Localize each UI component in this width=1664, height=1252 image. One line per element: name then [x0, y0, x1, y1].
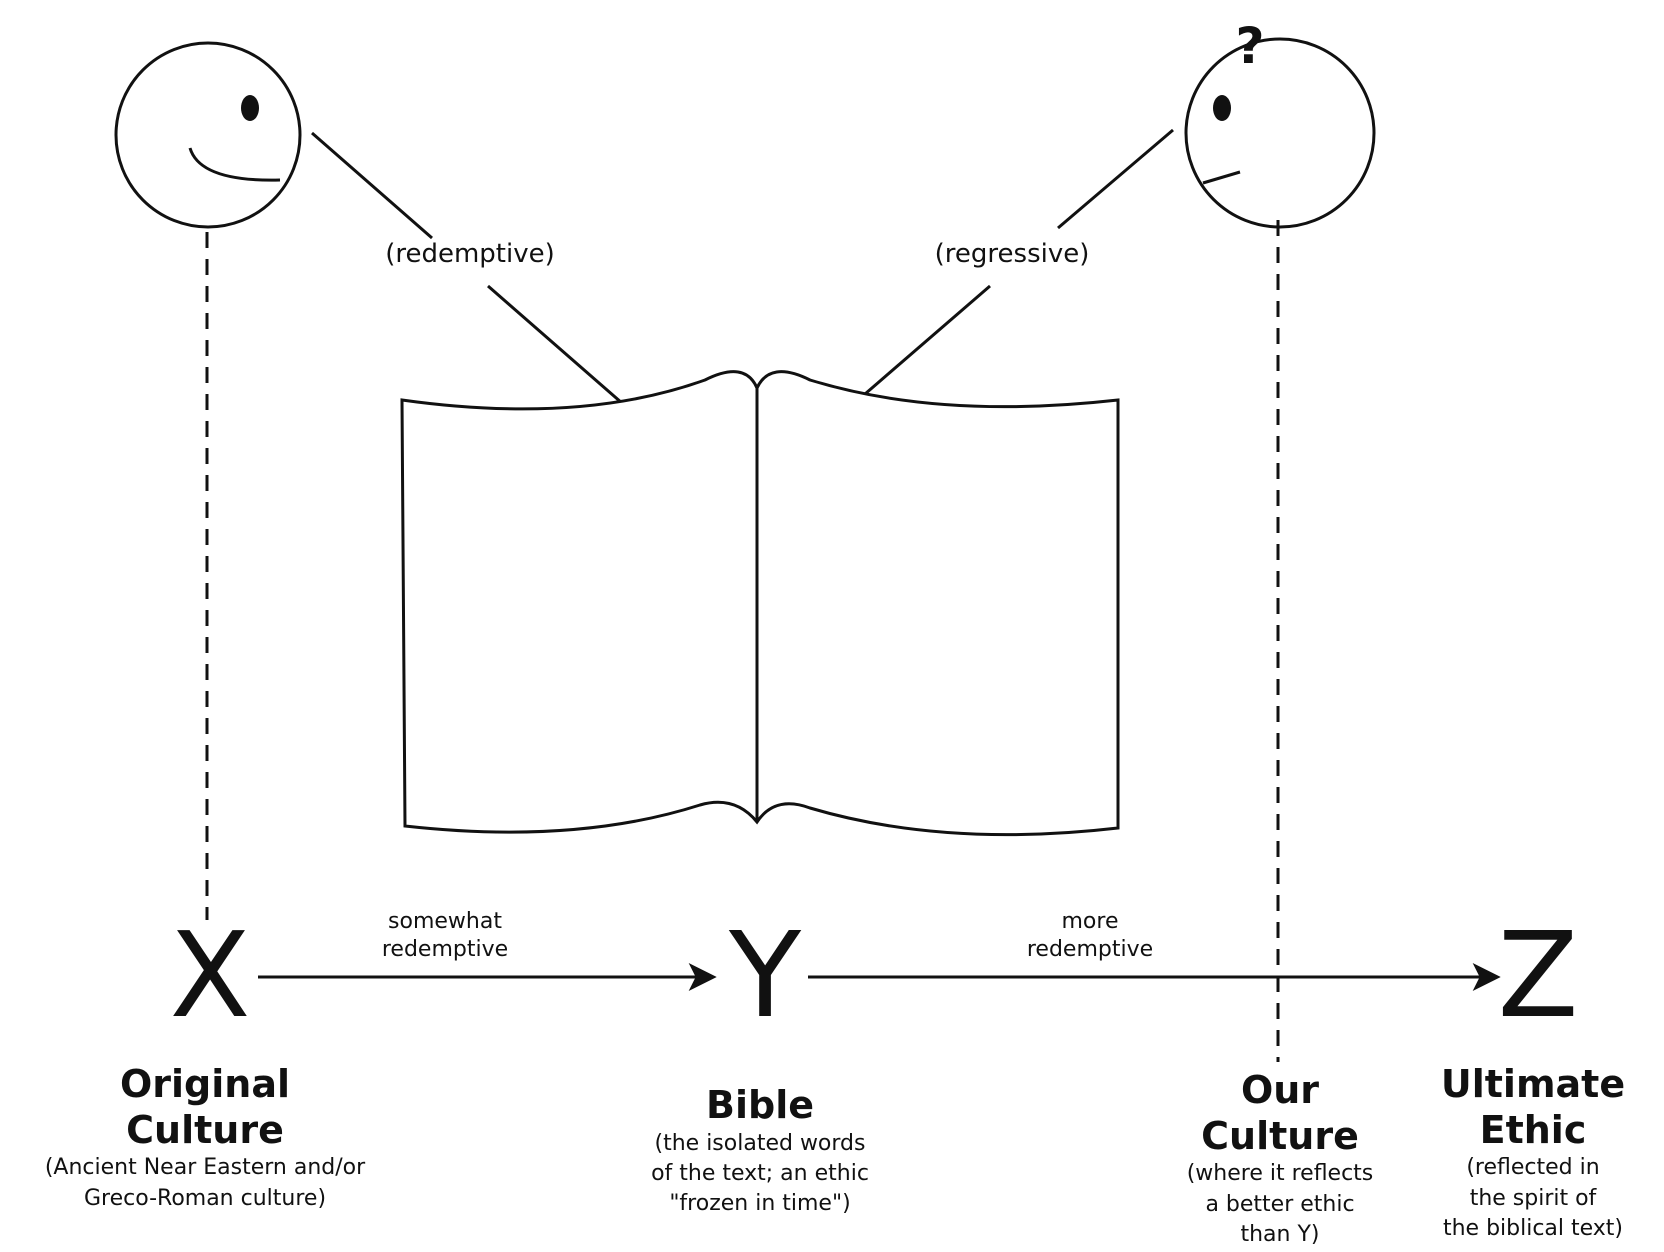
bible-note-line1: (the isolated words [654, 1130, 866, 1156]
bible-title: Bible [706, 1083, 814, 1127]
our-culture-note-line2: a better ethic [1205, 1191, 1355, 1217]
edge-y-z-label: more redemptive [985, 908, 1195, 963]
puzzled-face-icon [1184, 37, 1376, 229]
redemptive-label: (redemptive) [385, 239, 555, 269]
original-culture-title-line1: Original [119, 1062, 291, 1106]
regressive-connector [1057, 128, 1174, 230]
redemptive-connector [311, 131, 433, 240]
ultimate-ethic-block: Ultimate Ethic (reflected in the spirit … [1410, 1062, 1656, 1244]
our-culture-block: Our Culture (where it reflects a better … [1150, 1068, 1410, 1250]
edge-y-z-line1: more [1061, 909, 1119, 934]
bible-note-line2: of the text; an ethic [651, 1160, 869, 1186]
y-letter: Y [728, 906, 802, 1044]
our-culture-title-line1: Our [1240, 1068, 1320, 1112]
edge-y-z-line2: redemptive [1026, 936, 1154, 962]
original-culture-title-line2: Culture [126, 1107, 284, 1152]
bible-block: Bible (the isolated words of the text; a… [590, 1083, 930, 1220]
ultimate-ethic-title-line2: Ethic [1479, 1107, 1587, 1152]
ultimate-ethic-title-line1: Ultimate [1440, 1062, 1626, 1106]
original-culture-note-line1: (Ancient Near Eastern and/or [44, 1155, 366, 1181]
edge-x-y-line1: somewhat [388, 909, 502, 934]
edge-x-y-line2: redemptive [381, 936, 509, 962]
z-letter: Z [1497, 906, 1579, 1044]
question-mark-label: ? [1235, 17, 1265, 75]
bible-note-line3: "frozen in time") [669, 1191, 851, 1217]
happy-face-icon [114, 41, 302, 229]
our-culture-note-line3: than Y) [1240, 1221, 1320, 1247]
regressive-label: (regressive) [934, 239, 1090, 269]
our-culture-title-line2: Culture [1201, 1113, 1359, 1158]
original-culture-block: Original Culture (Ancient Near Eastern a… [0, 1062, 410, 1214]
open-book-icon [400, 370, 1120, 837]
ultimate-ethic-note-line3: the biblical text) [1442, 1215, 1624, 1241]
original-culture-note-line2: Greco-Roman culture) [83, 1185, 327, 1211]
ultimate-ethic-note-line2: the spirit of [1469, 1185, 1597, 1211]
our-culture-note-line1: (where it reflects [1186, 1161, 1374, 1187]
ultimate-ethic-note-line1: (reflected in [1466, 1155, 1600, 1181]
x-letter: X [169, 906, 251, 1044]
edge-x-y-label: somewhat redemptive [340, 908, 550, 963]
